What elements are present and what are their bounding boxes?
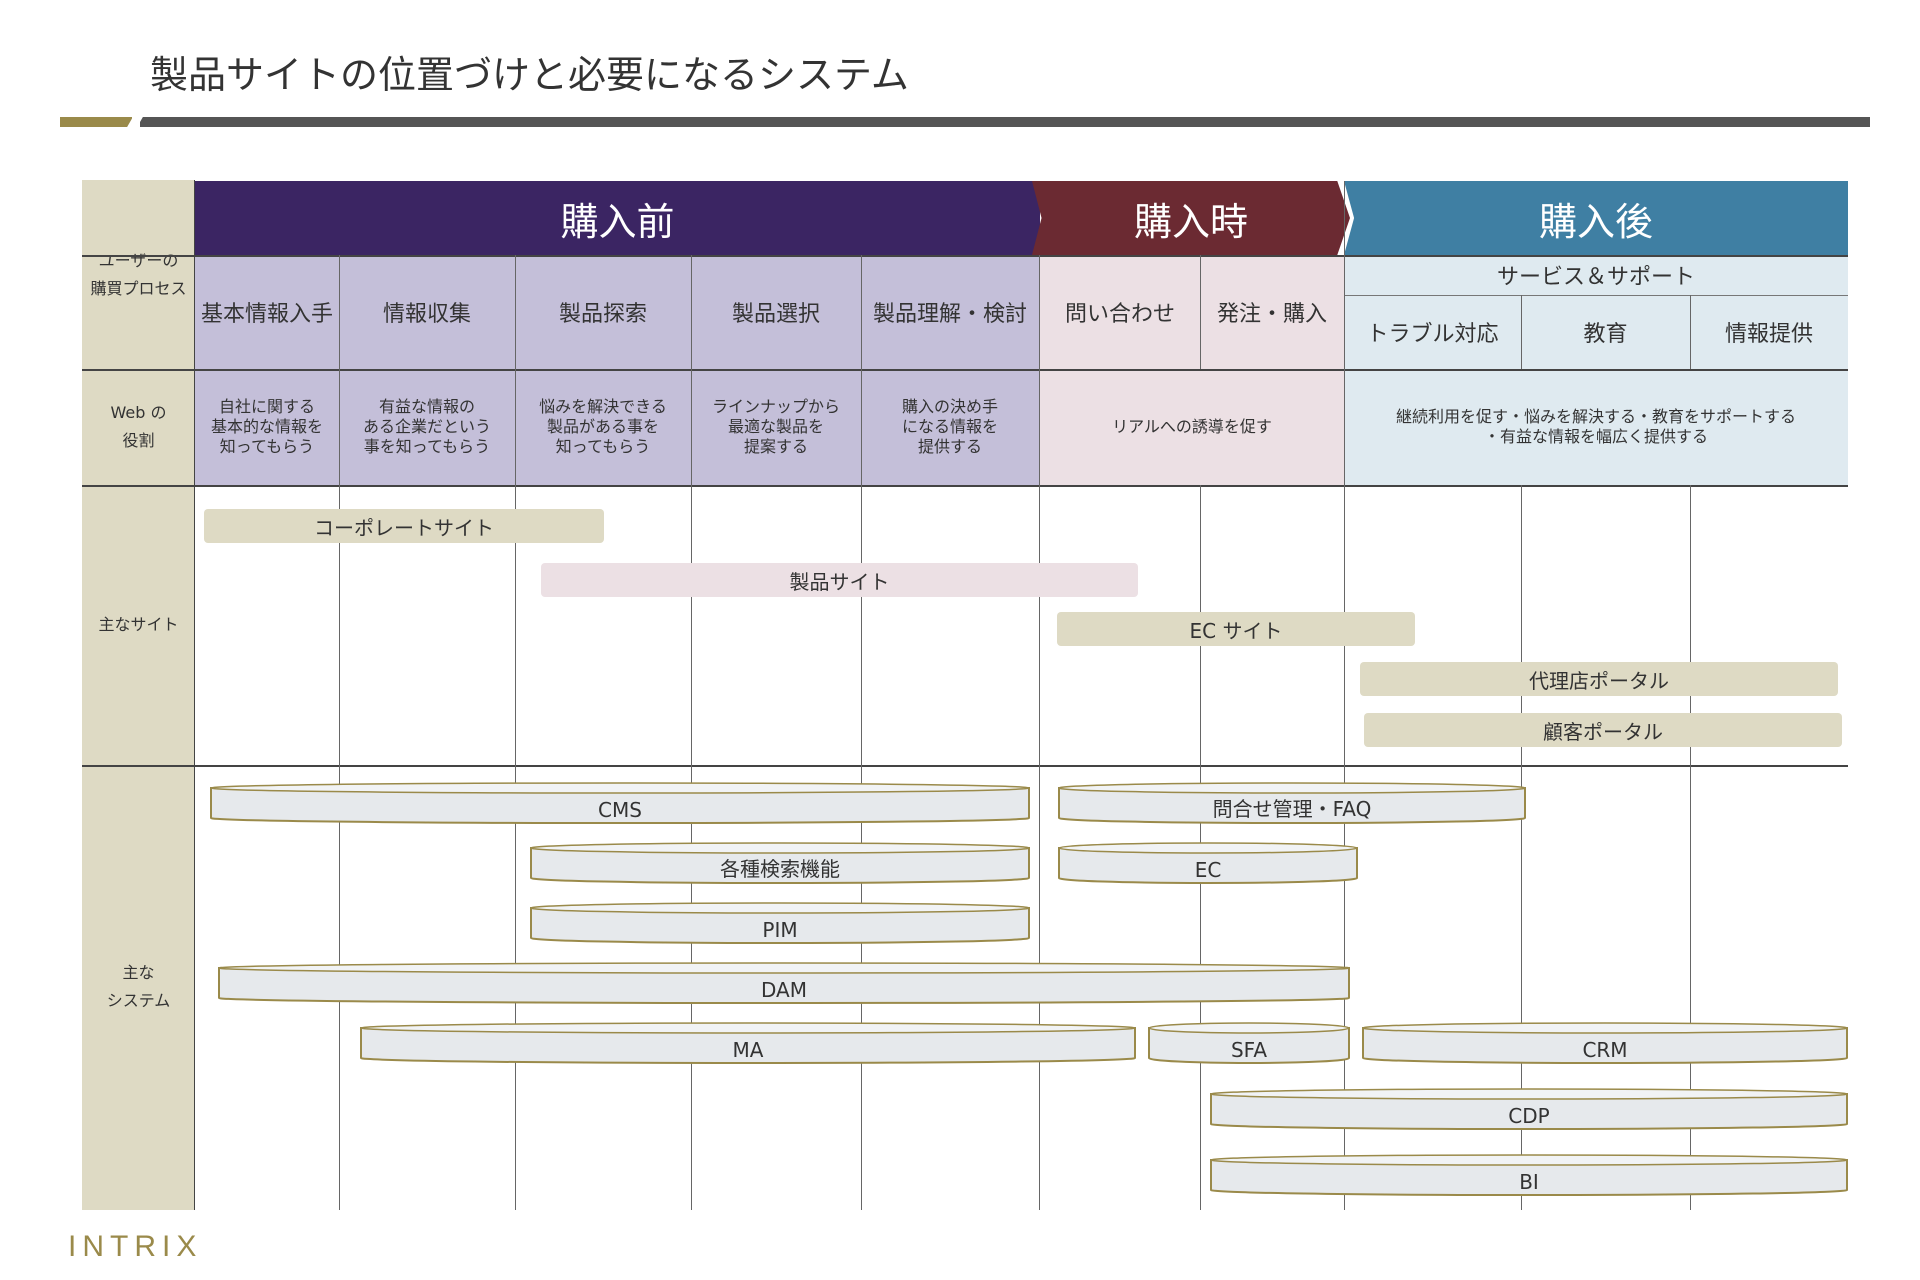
grid-line xyxy=(1521,295,1522,369)
role-during: リアルへの誘導を促す xyxy=(1112,417,1272,436)
role-product-selection: ラインナップから 最適な製品を 提案する xyxy=(711,397,840,456)
grid-line xyxy=(1521,485,1522,1210)
grid-line xyxy=(1690,485,1691,1210)
role-during-bg xyxy=(1040,369,1344,485)
role-basic-info: 自社に関する 基本的な情報を 知ってもらう xyxy=(210,397,323,456)
step-order: 発注・購入 xyxy=(1216,302,1327,327)
step-info-provision: 情報提供 xyxy=(1724,322,1813,347)
site-agency-portal: 代理店ポータル xyxy=(1360,662,1838,696)
grid-line xyxy=(1344,181,1345,1210)
row-label-sites: 主なサイト xyxy=(98,615,179,634)
grid-line xyxy=(82,369,1848,371)
step-inquiry: 問い合わせ xyxy=(1064,302,1175,327)
intrix-logo: INTRIX xyxy=(68,1230,203,1263)
site-ec: EC サイト xyxy=(1057,612,1415,646)
step-product-understanding: 製品理解・検討 xyxy=(872,302,1027,327)
title-rule-accent xyxy=(60,117,132,127)
page-title: 製品サイトの位置づけと必要になるシステム xyxy=(150,53,909,97)
steps-before-bg xyxy=(195,255,1040,369)
row-label-systems: 主な システム xyxy=(106,963,171,1010)
phase-during: 購入時 xyxy=(1032,181,1350,255)
system-sfa: SFA xyxy=(1148,1020,1350,1066)
step-education: 教育 xyxy=(1583,322,1628,347)
site-corporate: コーポレートサイト xyxy=(204,509,604,543)
system-inquiry-faq: 問合せ管理・FAQ xyxy=(1058,780,1526,826)
grid-line xyxy=(1200,255,1201,369)
site-product: 製品サイト xyxy=(541,563,1138,597)
system-ma: MA xyxy=(360,1020,1136,1066)
grid-line xyxy=(1344,295,1848,296)
role-after-bg xyxy=(1344,369,1848,485)
system-cdp: CDP xyxy=(1210,1086,1848,1132)
grid-line xyxy=(82,765,1848,767)
grid-line xyxy=(691,255,692,1210)
grid-line xyxy=(82,255,1848,257)
grid-line xyxy=(339,255,340,1210)
step-trouble: トラブル対応 xyxy=(1366,322,1499,347)
system-pim: PIM xyxy=(530,900,1030,946)
grid-line xyxy=(1690,295,1691,369)
system-ec: EC xyxy=(1058,840,1358,886)
role-product-search: 悩みを解決できる 製品がある事を 知ってもらう xyxy=(539,397,667,456)
system-dam: DAM xyxy=(218,960,1350,1006)
role-product-understanding: 購入の決め手 になる情報を 提供する xyxy=(901,397,998,456)
row-label-process: ユーザーの 購買プロセス xyxy=(90,251,187,298)
step-info-gathering: 情報収集 xyxy=(382,302,471,327)
step-basic-info: 基本情報入手 xyxy=(200,302,333,327)
site-customer-portal: 顧客ポータル xyxy=(1364,713,1842,747)
system-search: 各種検索機能 xyxy=(530,840,1030,886)
grid-line xyxy=(861,255,862,1210)
row-label-column xyxy=(82,180,195,1210)
system-crm: CRM xyxy=(1362,1020,1848,1066)
row-label-web-role: Web の 役割 xyxy=(110,403,167,450)
system-cms: CMS xyxy=(210,780,1030,826)
grid-line xyxy=(1039,255,1040,1210)
title-rule xyxy=(140,117,1870,127)
grid-line xyxy=(515,255,516,1210)
steps-during-bg xyxy=(1040,255,1344,369)
after-group-label: サービス＆サポート xyxy=(1496,265,1695,290)
role-after: 継続利用を促す・悩みを解決する・教育をサポートする ・有益な情報を幅広く提供する xyxy=(1395,407,1796,446)
role-before-bg xyxy=(195,369,1040,485)
system-bi: BI xyxy=(1210,1152,1848,1198)
step-product-search: 製品探索 xyxy=(558,302,647,327)
phase-before: 購入前 xyxy=(195,181,1040,255)
step-product-selection: 製品選択 xyxy=(731,302,820,327)
grid-line xyxy=(82,485,1848,487)
phase-after: 購入後 xyxy=(1344,181,1848,255)
steps-after-bg xyxy=(1344,255,1848,369)
role-info-gathering: 有益な情報の ある企業だという 事を知ってもらう xyxy=(362,397,491,456)
